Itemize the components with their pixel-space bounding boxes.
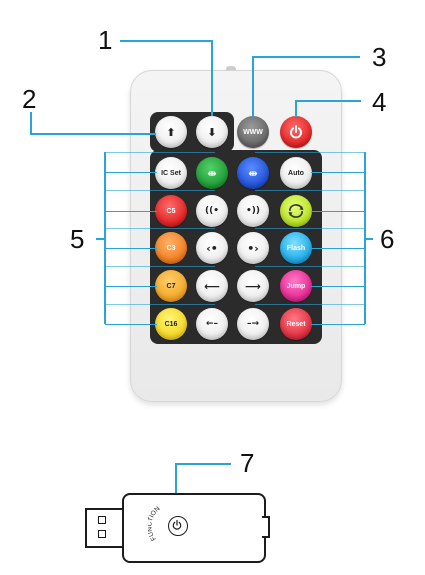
leader-5-line-d	[105, 211, 157, 212]
dash-left-button[interactable]: ←–	[196, 308, 228, 340]
leader-6-line-i	[255, 304, 365, 305]
function-label: FUNCTION	[148, 505, 162, 542]
leader-5-line-h	[105, 286, 157, 287]
loop-icon	[288, 204, 304, 218]
dash-right-button[interactable]: –→	[237, 308, 269, 340]
wave-right-icon: •))	[246, 206, 260, 216]
dash-arrow-left-icon: ←–	[205, 319, 219, 329]
usb-pin-top	[98, 516, 106, 524]
arrow-left-icon: ⟵	[204, 279, 220, 293]
leader-5-line-c	[105, 190, 215, 191]
speed-right-blue-button[interactable]: ⇹	[237, 157, 269, 189]
leader-2-vertical	[30, 112, 32, 134]
dot-left-icon: ‹•	[206, 241, 218, 255]
leader-6-line-f	[311, 248, 365, 249]
leader-4-horizontal	[295, 100, 361, 102]
up-button[interactable]: ⬆	[155, 116, 187, 148]
callout-1: 1	[98, 25, 113, 55]
www-button[interactable]: WWW	[237, 116, 269, 148]
callout-5: 5	[70, 224, 85, 254]
leader-6-line-h	[311, 286, 365, 287]
callout-6: 6	[380, 224, 395, 254]
leader-6-line-g	[255, 266, 365, 267]
auto-button[interactable]: Auto	[280, 157, 312, 189]
down-button[interactable]: ⬇	[196, 116, 228, 148]
callout-2: 2	[22, 84, 37, 114]
leader-7-horizontal	[175, 463, 231, 465]
wave-right-button[interactable]: •))	[237, 195, 269, 227]
split-arrows-icon: ⇹	[207, 166, 217, 180]
leader-1-vertical	[211, 40, 213, 116]
leader-6-line-b	[311, 172, 365, 173]
leader-3-vertical	[252, 57, 254, 117]
arrow-right-button[interactable]: ⟶	[237, 270, 269, 302]
callout-7: 7	[240, 448, 255, 478]
leader-5-line-j	[105, 324, 157, 325]
leader-3-horizontal	[252, 56, 360, 58]
c3-button[interactable]: C3	[155, 232, 187, 264]
svg-text:FUNCTION: FUNCTION	[148, 505, 162, 542]
usb-plug	[85, 508, 125, 548]
leader-5-line-f	[105, 248, 157, 249]
c5-button[interactable]: C5	[155, 195, 187, 227]
speed-left-green-button[interactable]: ⇹	[196, 157, 228, 189]
power-button[interactable]	[280, 116, 312, 148]
wave-left-button[interactable]: ((•	[196, 195, 228, 227]
loop-button[interactable]	[280, 195, 312, 227]
power-icon	[172, 519, 182, 530]
reset-button[interactable]: Reset	[280, 308, 312, 340]
usb-end-cap	[262, 516, 270, 538]
callout-4: 4	[372, 87, 387, 117]
leader-5-stub	[96, 238, 105, 240]
leader-5-line-a	[105, 152, 215, 153]
arrow-right-icon: ⟶	[245, 279, 261, 293]
c7-button[interactable]: C7	[155, 270, 187, 302]
function-label-arc: FUNCTION	[148, 505, 162, 542]
dash-arrow-right-icon: –→	[246, 319, 260, 329]
arrow-left-button[interactable]: ⟵	[196, 270, 228, 302]
remote-notch	[226, 66, 236, 72]
leader-6-line-j	[311, 324, 365, 325]
flash-button[interactable]: Flash	[280, 232, 312, 264]
converge-right-button[interactable]: •›	[237, 232, 269, 264]
leader-5-bracket	[104, 152, 106, 324]
leader-6-stub	[364, 238, 373, 240]
leader-5-line-b	[105, 172, 157, 173]
converge-left-button[interactable]: ‹•	[196, 232, 228, 264]
leader-2-horizontal	[30, 133, 156, 135]
leader-6-line-c	[255, 190, 365, 191]
dot-right-icon: •›	[247, 241, 259, 255]
ic-set-button[interactable]: IC Set	[155, 157, 187, 189]
leader-4-vertical	[295, 101, 297, 117]
power-icon	[290, 125, 302, 139]
leader-5-line-i	[105, 304, 215, 305]
jump-button[interactable]: Jump	[280, 270, 312, 302]
c16-button[interactable]: C16	[155, 308, 187, 340]
usb-pin-bottom	[98, 530, 106, 538]
leader-6-line-d	[311, 211, 365, 212]
leader-7-vertical	[175, 464, 177, 508]
leader-1-horizontal	[120, 40, 212, 42]
leader-5-line-e	[105, 228, 215, 229]
function-button-ring[interactable]	[168, 516, 188, 536]
leader-6-line-e	[255, 228, 365, 229]
leader-6-line-a	[255, 152, 365, 153]
callout-3: 3	[372, 42, 387, 72]
leader-5-line-g	[105, 266, 215, 267]
split-arrows-icon: ⇹	[248, 166, 258, 180]
wave-left-icon: ((•	[205, 206, 219, 216]
